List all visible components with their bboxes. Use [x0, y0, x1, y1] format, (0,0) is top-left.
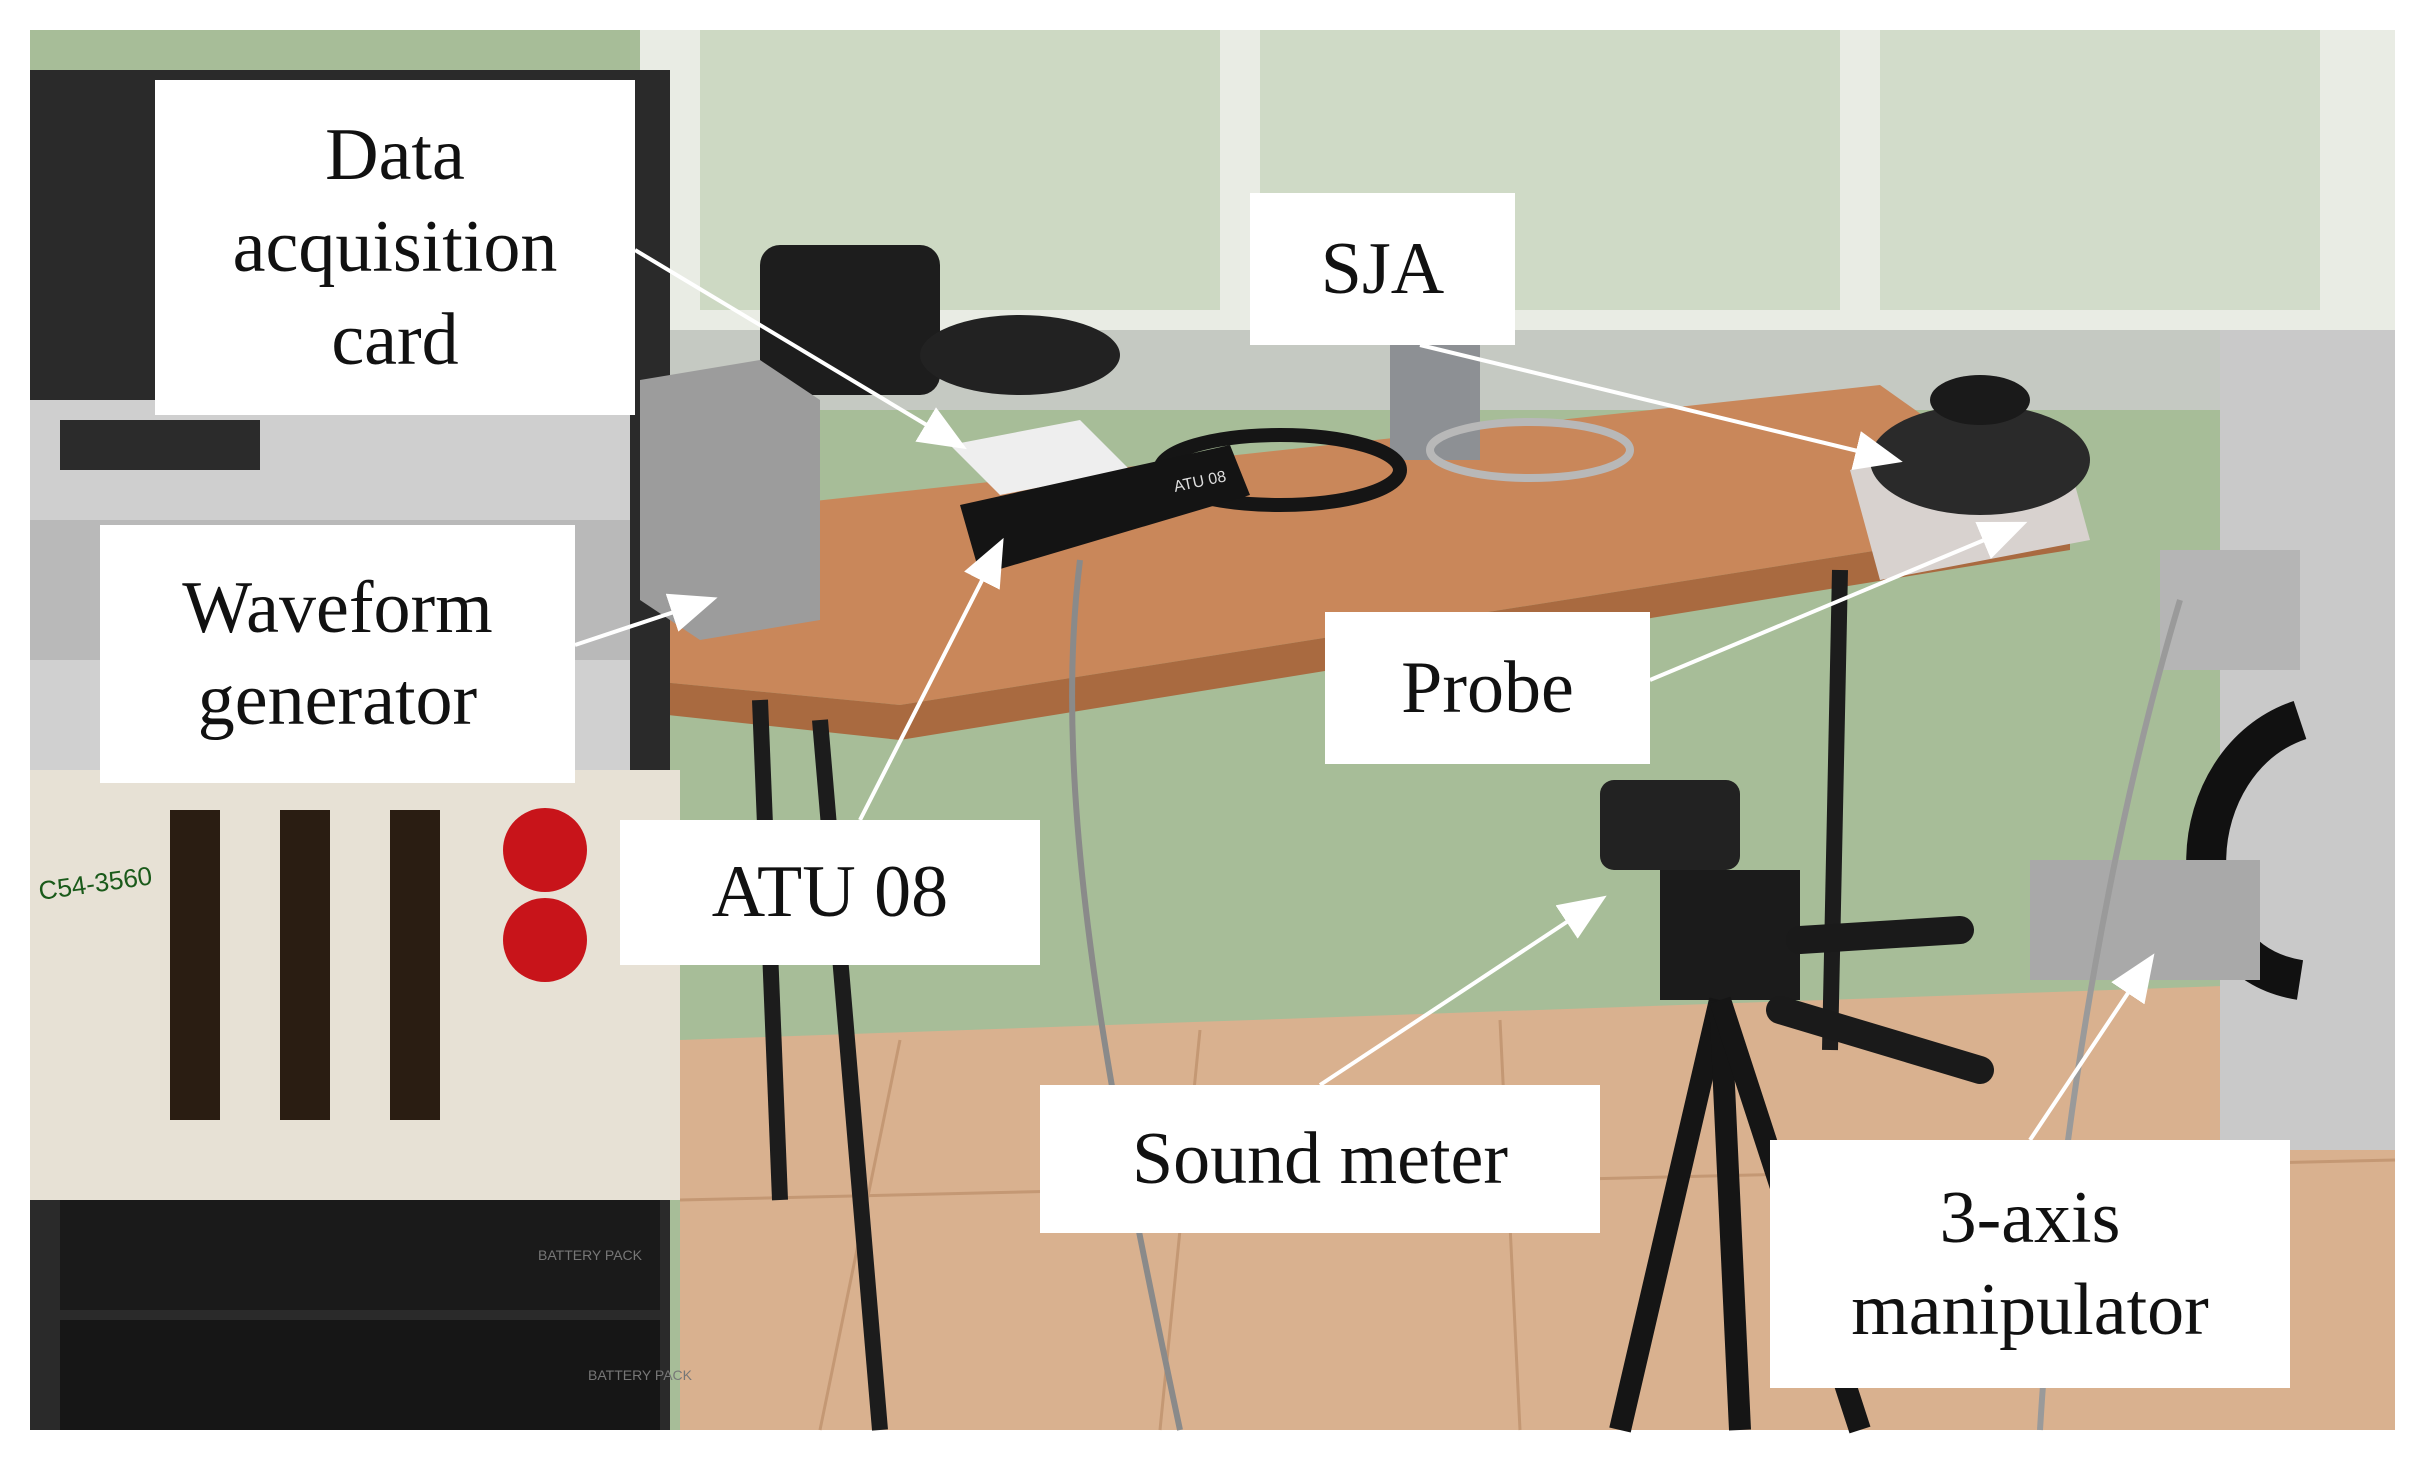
black-ring-2: [920, 315, 1120, 395]
black-rings: [760, 245, 940, 395]
manipulator-base: [2030, 860, 2260, 980]
multimeter-display: [60, 420, 260, 470]
label-3-axis-manipulator: 3-axis manipulator: [1770, 1140, 2290, 1388]
label-sja: SJA: [1250, 193, 1515, 345]
red-button-2: [503, 898, 587, 982]
grey-cable: [1069, 559, 1183, 1431]
battery-pack-2-text: BATTERY PACK: [588, 1367, 693, 1383]
label-sound-meter: Sound meter: [1040, 1085, 1600, 1233]
tripod-handles: [1766, 916, 1994, 1084]
sja-top: [1930, 375, 2030, 425]
sound-meter-device: [1600, 780, 1740, 870]
battery-pack-2: [60, 1320, 660, 1430]
battery-pack-1-text: BATTERY PACK: [538, 1247, 643, 1263]
window-pane-right: [1880, 30, 2320, 310]
label-data-acquisition-card: Data acquisition card: [155, 80, 635, 415]
label-waveform-generator: Waveform generator: [100, 525, 575, 783]
manipulator-block: [2160, 550, 2300, 670]
table-edge: [640, 520, 2070, 740]
label-atu-08: ATU 08: [620, 820, 1040, 965]
daq-card: [950, 420, 1130, 495]
tripod-head: [1660, 870, 1800, 1000]
sja-body: [1870, 405, 2090, 515]
atu-08-box: [960, 445, 1250, 575]
terminal-strips: [170, 810, 440, 1120]
waveform-generator-device: [640, 360, 820, 640]
label-probe: Probe: [1325, 612, 1650, 764]
battery-pack-1: [60, 1200, 660, 1310]
red-button-1: [503, 808, 587, 892]
